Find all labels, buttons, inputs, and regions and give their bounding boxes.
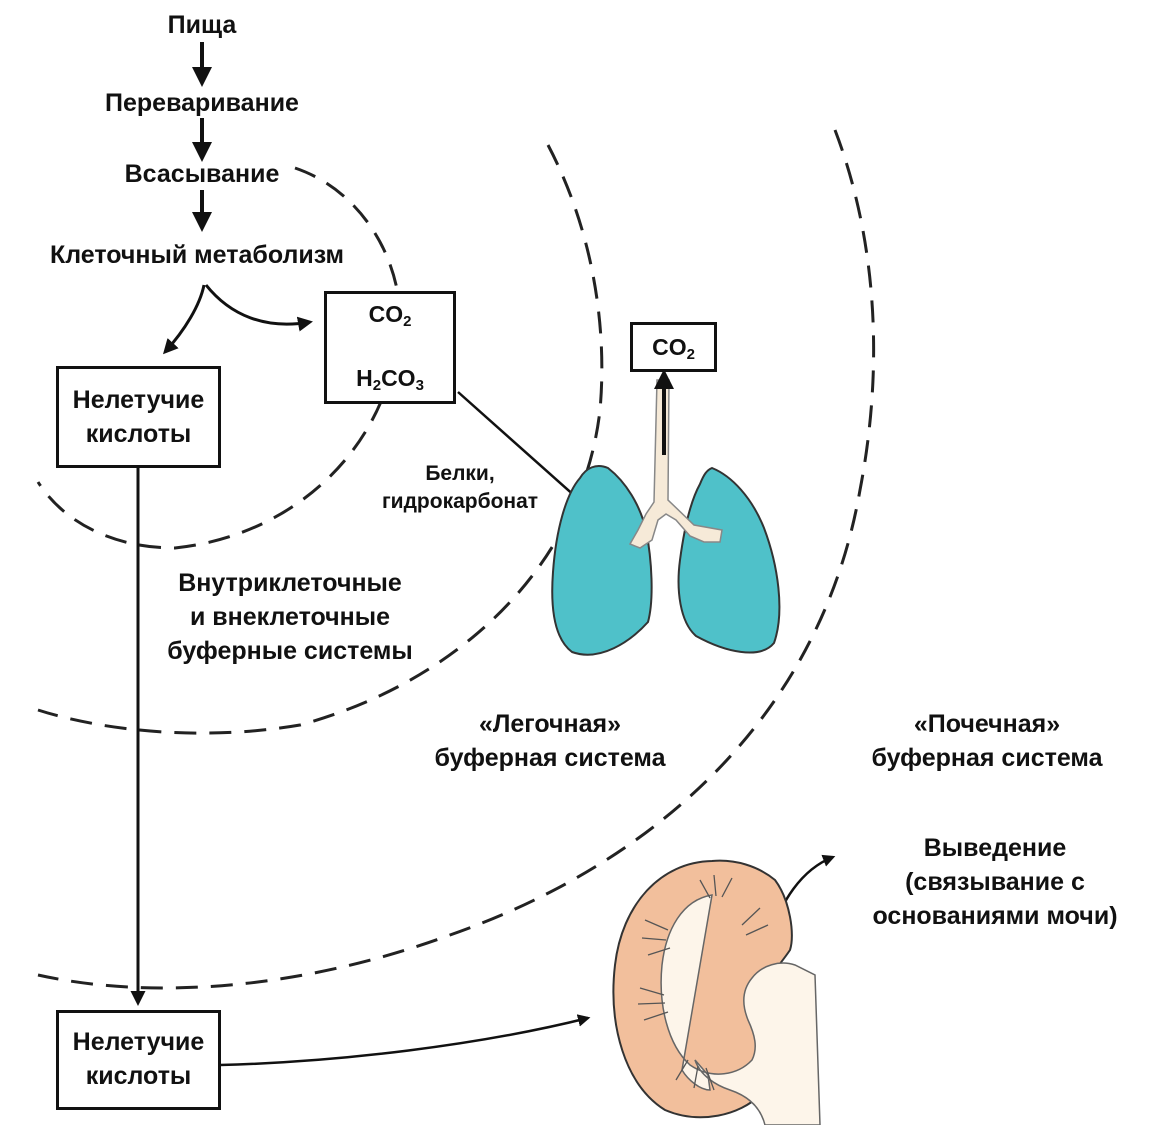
- buffer-lung-line2: буферная система: [434, 744, 666, 772]
- co2-exhaled-text: CO: [652, 334, 687, 360]
- label-kidney-buffer: «Почечная» буферная система: [832, 707, 1142, 775]
- box-acids-top-line2: кислоты: [85, 420, 192, 448]
- label-lung-buffer: «Легочная» буферная система: [395, 707, 705, 775]
- arrow-metabolism-acids: [162, 284, 206, 355]
- kidney-boundary-arc: [37, 129, 876, 990]
- arrow-metabolism-co2: [204, 284, 313, 332]
- buffer-lung-line1: «Легочная»: [478, 710, 622, 738]
- box-acids-bottom-line1: Нелетучие: [72, 1028, 205, 1056]
- co2-exhaled-formula: CO2: [633, 333, 714, 363]
- label-digestion: Переваривание: [105, 89, 299, 117]
- h2co3-h-sub: 2: [372, 377, 382, 394]
- lung-boundary-arc: [37, 144, 604, 735]
- proteins-line2: гидрокарбонат: [381, 490, 539, 513]
- buffer-kidney-line1: «Почечная»: [913, 710, 1061, 738]
- buffer-kidney-line2: буферная система: [871, 744, 1103, 772]
- h2co3-co: CO: [381, 365, 416, 391]
- kidney-icon: [612, 859, 821, 1125]
- box-co2-exhaled: CO2: [630, 322, 717, 372]
- box-nonvolatile-acids-top: Нелетучие кислоты: [56, 366, 221, 468]
- excretion-line1: Выведение: [923, 834, 1067, 862]
- co2-formula: CO2: [327, 300, 453, 330]
- proteins-line1: Белки,: [425, 462, 495, 485]
- buffer-intra-line2: и внеклеточные: [189, 603, 391, 631]
- label-metabolism: Клеточный метаболизм: [49, 241, 345, 269]
- h2co3-h: H: [356, 365, 373, 391]
- excretion-line2: (связывание с: [905, 868, 1085, 896]
- h2co3-co-sub: 3: [415, 377, 424, 394]
- label-food: Пища: [167, 11, 237, 39]
- label-absorption: Всасывание: [124, 160, 280, 188]
- box-co2-h2co3: CO2 H2CO3: [324, 291, 456, 404]
- intra-boundary-arc: [36, 166, 402, 550]
- lungs-icon: [551, 379, 781, 656]
- label-intracellular-buffer: Внутриклеточные и внеклеточные буферные …: [130, 566, 450, 668]
- arrow-acids-kidney: [219, 1014, 591, 1067]
- buffer-intra-line1: Внутриклеточные: [178, 569, 402, 597]
- co2-text: CO: [368, 301, 404, 327]
- excretion-line3: основаниями мочи): [872, 902, 1118, 930]
- box-nonvolatile-acids-bottom: Нелетучие кислоты: [56, 1010, 221, 1110]
- co2-exhaled-sub: 2: [686, 346, 695, 363]
- co2-sub: 2: [403, 313, 412, 330]
- buffer-intra-line3: буферные системы: [167, 637, 413, 665]
- box-acids-bottom-line2: кислоты: [85, 1062, 192, 1090]
- label-excretion: Выведение (связывание с основаниями мочи…: [840, 831, 1150, 933]
- label-proteins-bicarbonate: Белки, гидрокарбонат: [340, 460, 580, 516]
- box-acids-top-line1: Нелетучие: [72, 386, 205, 414]
- h2co3-formula: H2CO3: [327, 364, 453, 394]
